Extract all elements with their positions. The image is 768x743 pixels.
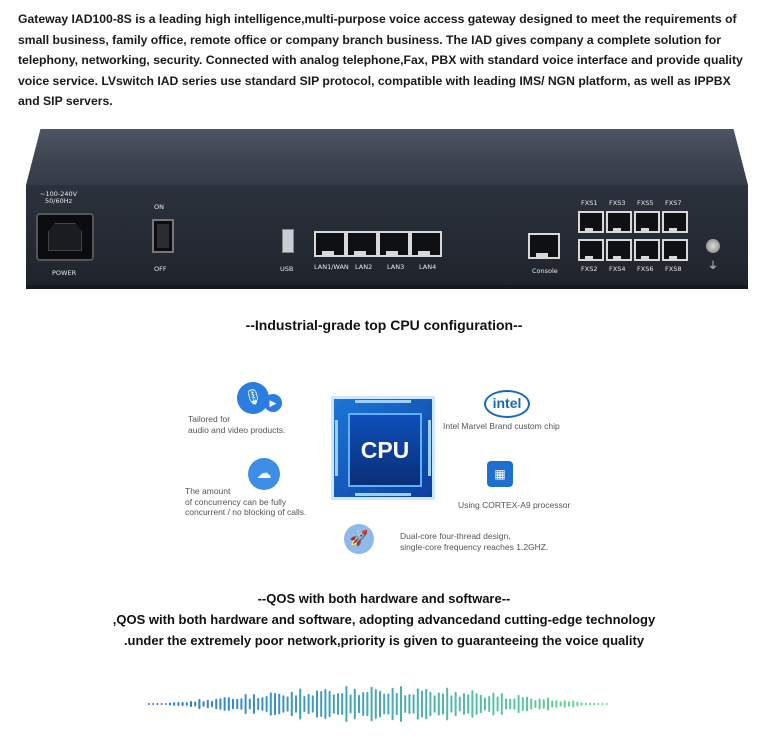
- power-label: POWER: [52, 269, 77, 277]
- lan-port-icon: [410, 231, 442, 257]
- lan-port-icon: [314, 231, 346, 257]
- ground-symbol-icon: ⏚: [708, 261, 718, 272]
- device-top-cover: [26, 129, 748, 185]
- processor-chip-icon: ▦: [487, 461, 513, 487]
- fxs-label: FXS2: [581, 265, 598, 273]
- feature-intel-text: Intel Marvel Brand custom chip: [443, 421, 560, 431]
- usb-label: USB: [280, 265, 294, 273]
- fxs-port-icon: [634, 239, 660, 261]
- qos-line-1: ,QOS with both hardware and software, ad…: [112, 612, 656, 627]
- console-label: Console: [532, 267, 558, 275]
- play-icon: ▶: [264, 394, 282, 412]
- ground-terminal-icon: [706, 239, 720, 253]
- fxs-port-icon: [606, 211, 632, 233]
- cloud-network-icon: ☁: [248, 458, 280, 490]
- fxs-port-icon: [578, 211, 604, 233]
- lan-port-icon: [346, 231, 378, 257]
- power-socket-icon: [36, 213, 94, 261]
- feature-dual-core-text: Dual-core four-thread design, single-cor…: [400, 531, 549, 552]
- power-spec-label: ~100-240V 50/60Hz: [40, 190, 78, 205]
- feature-cortex-text: Using CORTEX-A9 processor: [458, 500, 571, 510]
- on-label: ON: [154, 203, 164, 211]
- fxs-port-icon: [634, 211, 660, 233]
- intel-logo-icon: intel: [484, 390, 530, 418]
- device-rear-panel: ~100-240V 50/60Hz POWER ON OFF USB LAN1/…: [26, 185, 748, 289]
- qos-section-title: --QOS with both hardware and software--: [257, 591, 511, 606]
- console-port-icon: [528, 233, 560, 259]
- fxs-port-icon: [578, 239, 604, 261]
- intro-paragraph: Gateway IAD100-8S is a leading high inte…: [18, 12, 743, 108]
- lan-port-icon: [378, 231, 410, 257]
- cpu-section-title: --Industrial-grade top CPU configuration…: [245, 317, 523, 333]
- off-label: OFF: [154, 265, 167, 273]
- cpu-chip-icon: CPU: [331, 396, 435, 500]
- fxs-label: FXS4: [609, 265, 626, 273]
- qos-line-2: .under the extremely poor network,priori…: [123, 633, 645, 648]
- cpu-label: CPU: [360, 436, 410, 463]
- fxs-label: FXS8: [665, 265, 682, 273]
- feature-audio-video-text: Tailored for audio and video products.: [188, 414, 286, 435]
- lan-label: LAN3: [387, 263, 405, 271]
- fxs-label: FXS1: [581, 199, 598, 207]
- feature-concurrency-text: The amount of concurrency can be fully c…: [185, 486, 307, 517]
- lan-label: LAN1/WAN: [314, 263, 349, 271]
- power-switch-icon: [152, 219, 174, 253]
- lan-label: LAN4: [419, 263, 437, 271]
- fxs-label: FXS3: [609, 199, 626, 207]
- fxs-port-icon: [662, 239, 688, 261]
- lan-label: LAN2: [355, 263, 373, 271]
- microphone-icon: 🎙: [237, 382, 269, 414]
- rocket-icon: 🚀: [344, 524, 374, 554]
- fxs-port-icon: [606, 239, 632, 261]
- usb-port-icon: [282, 229, 294, 253]
- fxs-label: FXS6: [637, 265, 654, 273]
- sound-wave-icon: [148, 685, 608, 723]
- gateway-device-image: ~100-240V 50/60Hz POWER ON OFF USB LAN1/…: [26, 129, 748, 289]
- fxs-port-icon: [662, 211, 688, 233]
- fxs-label: FXS7: [665, 199, 682, 207]
- fxs-label: FXS5: [637, 199, 654, 207]
